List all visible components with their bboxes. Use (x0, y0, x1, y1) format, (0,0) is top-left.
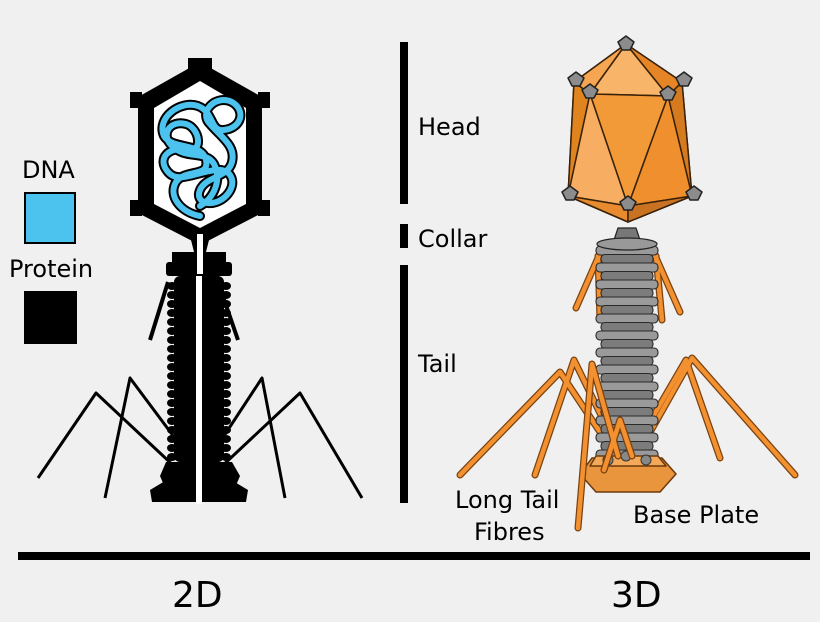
head-bracket (400, 42, 408, 204)
base-plate-2d (150, 462, 248, 504)
sheath-ridge (221, 300, 231, 308)
sheath-ring (595, 364, 659, 375)
sheath-ridge (221, 453, 231, 461)
sheath-ridge (167, 345, 177, 353)
baseline-divider (18, 552, 810, 560)
sheath-ring (595, 330, 659, 341)
sheath-ridge (167, 363, 177, 371)
sheath-ring (600, 321, 654, 333)
tail-sheath-2d (167, 276, 231, 466)
sheath-ring (595, 313, 659, 324)
sheath-ridge (221, 435, 231, 443)
sheath-ring (600, 287, 654, 299)
collar-bracket (400, 224, 408, 248)
sheath-ridge (167, 282, 177, 290)
sheath-ridge (221, 327, 231, 335)
sheath-ridge (221, 408, 231, 416)
sheath-ridge (167, 390, 177, 398)
sheath-ridge (167, 381, 177, 389)
sheath-ridge (167, 426, 177, 434)
sheath-ring (600, 253, 654, 265)
protein-legend-swatch (24, 291, 77, 344)
sheath-ridge (167, 291, 177, 299)
view-3d-label: 3D (611, 575, 662, 616)
sheath-ring (595, 279, 659, 290)
dna-legend-swatch (24, 192, 76, 244)
sheath-ridge (221, 381, 231, 389)
sheath-ridge (221, 291, 231, 299)
head-capsid-3d (561, 35, 703, 223)
sheath-ring (600, 372, 654, 384)
sheath-ridge (221, 336, 231, 344)
sheath-ring (600, 338, 654, 350)
protein-legend-label: Protein (9, 255, 94, 283)
long-tail-fibres-label-line1: Long Tail (455, 486, 560, 514)
phage-2d (36, 58, 364, 504)
collar-label: Collar (418, 225, 488, 253)
sheath-ridge (167, 408, 177, 416)
sheath-ridge (167, 336, 177, 344)
sheath-ring (595, 296, 659, 307)
sheath-ridge (221, 372, 231, 380)
sheath-ridge (167, 453, 177, 461)
sheath-ridge (167, 354, 177, 362)
sheath-ring (600, 355, 654, 367)
tail-sheath-3d (595, 245, 659, 460)
base-plate-label: Base Plate (633, 501, 760, 529)
sheath-ridge (221, 363, 231, 371)
sheath-ridge (167, 309, 177, 317)
long-tail-fibres-label-line2: Fibres (474, 518, 545, 546)
base-plate-3d (579, 450, 677, 493)
sheath-ring (595, 262, 659, 273)
tail-label: Tail (418, 350, 457, 378)
tail-fibres-2d (36, 281, 364, 499)
view-2d-label: 2D (172, 575, 223, 616)
sheath-ridge (167, 300, 177, 308)
sheath-ring (600, 389, 654, 401)
sheath-ridge (221, 444, 231, 452)
sheath-ridge (221, 399, 231, 407)
sheath-ring (600, 270, 654, 282)
collar-2d (166, 234, 232, 276)
dna-strand (157, 95, 246, 221)
sheath-ring (600, 304, 654, 316)
sheath-ridge (167, 444, 177, 452)
sheath-ridge (167, 399, 177, 407)
sheath-ridge (221, 282, 231, 290)
sheath-ridge (221, 426, 231, 434)
sheath-ring (595, 347, 659, 358)
sheath-ridge (167, 417, 177, 425)
sheath-ridge (221, 354, 231, 362)
head-label: Head (418, 113, 481, 141)
sheath-ridge (221, 345, 231, 353)
sheath-ridge (167, 318, 177, 326)
dna-legend-label: DNA (22, 156, 75, 184)
sheath-ridge (167, 372, 177, 380)
sheath-ridge (167, 327, 177, 335)
phage-3d (456, 35, 799, 532)
sheath-ridge (221, 309, 231, 317)
sheath-ridge (221, 318, 231, 326)
sheath-ridge (221, 390, 231, 398)
sheath-ridge (221, 417, 231, 425)
sheath-ring (595, 381, 659, 392)
sheath-ridge (167, 435, 177, 443)
collar-3d (596, 227, 658, 251)
tail-bracket (400, 265, 408, 503)
